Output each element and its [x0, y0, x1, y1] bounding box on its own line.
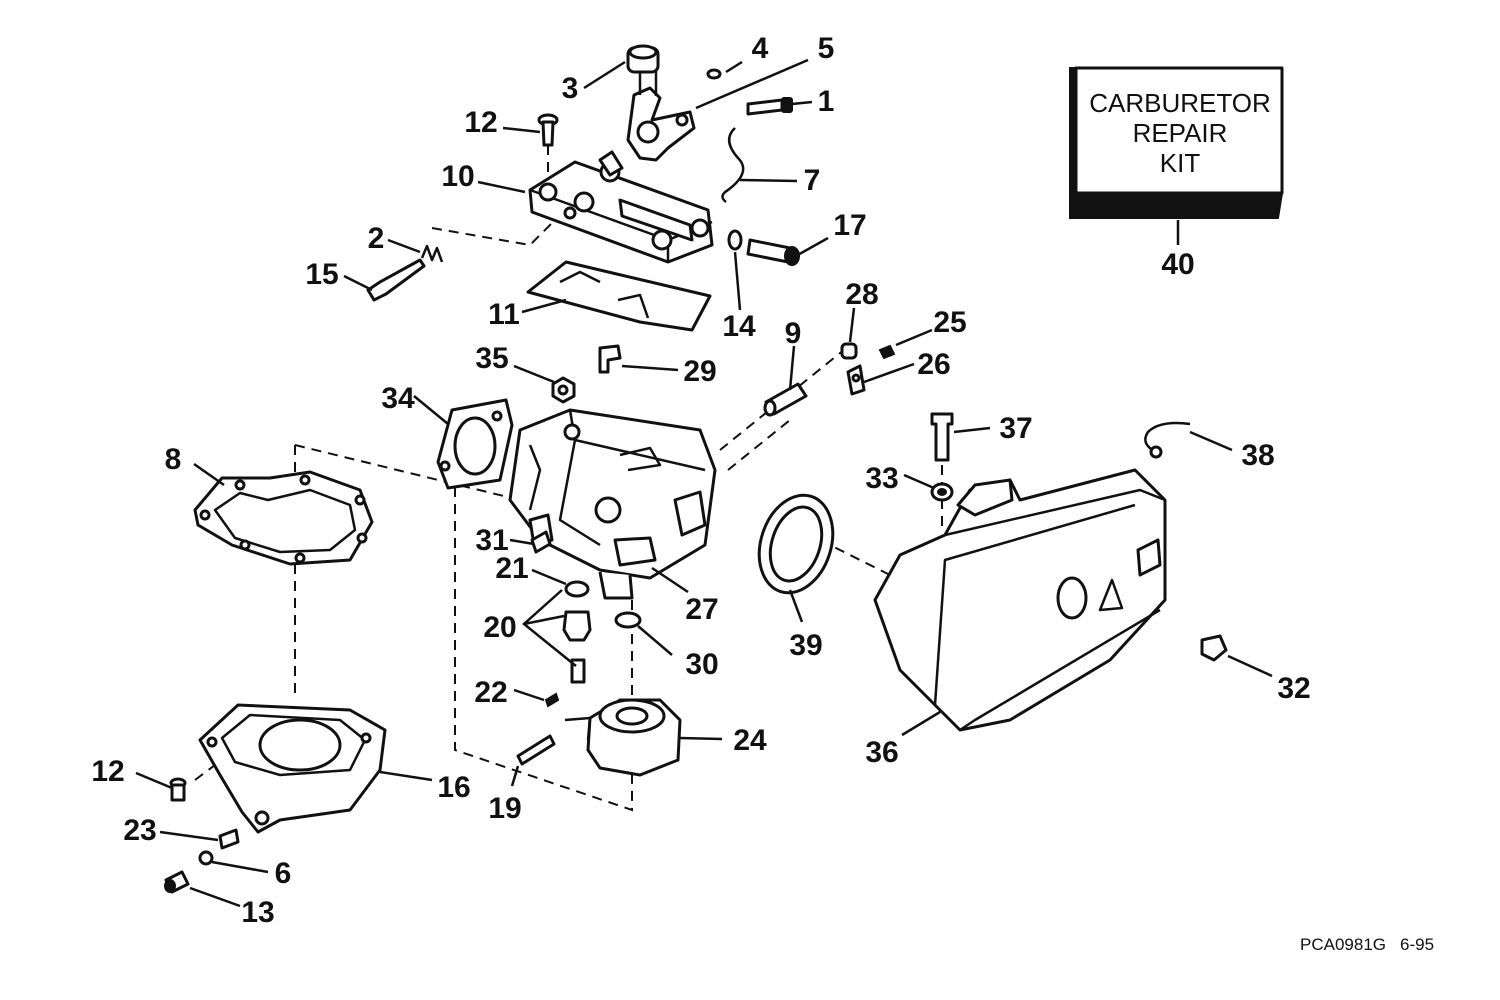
callout-number: 16: [437, 771, 470, 804]
drawing-date: 6-95: [1400, 935, 1434, 954]
callout-number: 22: [474, 676, 507, 709]
callout-number: 7: [804, 164, 821, 197]
part-air-silencer-36: [873, 468, 1167, 732]
part-fitting-9: [763, 382, 808, 417]
callout-number: 12: [91, 755, 124, 788]
part-screw-12-top: [537, 113, 559, 147]
part-gasket-8: [193, 470, 374, 566]
callout-number: 1: [818, 85, 835, 118]
part-washer-33: [930, 482, 954, 502]
callout-number: 37: [999, 412, 1032, 445]
callout-number: 3: [562, 72, 579, 105]
callout-number: 8: [165, 443, 182, 476]
part-screw-17: [746, 238, 800, 266]
part-screw-23: [218, 828, 240, 850]
callout-number: 34: [381, 382, 415, 415]
callout-number: 13: [241, 896, 274, 929]
callout-numbers: 1 2 3 4 5 6 7 8 9 10 11 12 12 13 14 15 1…: [91, 32, 1310, 929]
kit-label-line-3: KIT: [1160, 148, 1201, 178]
part-float-24: [564, 698, 682, 777]
drawing-footer: PCA0981G 6-95: [1300, 935, 1434, 954]
drawing-code: PCA0981G: [1300, 935, 1386, 954]
repair-kit-box: CARBURETOR REPAIR KIT 40: [1069, 66, 1284, 281]
part-carburetor-body: [508, 408, 717, 600]
callout-number: 26: [917, 348, 950, 381]
part-screw-25: [878, 344, 896, 360]
part-screw-1: [746, 97, 793, 116]
callout-number: 17: [833, 209, 866, 242]
callout-number: 5: [818, 32, 835, 65]
part-bushing-28: [840, 342, 858, 360]
callout-number: 33: [865, 462, 898, 495]
callout-number: 35: [475, 342, 508, 375]
callout-number: 24: [733, 724, 767, 757]
part-cap: [626, 44, 660, 74]
callout-number: 6: [275, 857, 292, 890]
part-fitting-31: [530, 530, 552, 554]
part-throttle-lever: [626, 64, 696, 162]
part-needle-screw-15: [366, 258, 426, 302]
callout-number: 38: [1241, 439, 1274, 472]
callout-number: 31: [475, 524, 508, 557]
callout-number: 20: [483, 611, 516, 644]
kit-label-line-2: REPAIR: [1133, 118, 1228, 148]
part-pin-22: [544, 692, 560, 708]
part-screw-37: [930, 412, 954, 462]
callout-number: 30: [685, 648, 718, 681]
part-needle-seat-20: [562, 610, 592, 684]
part-spring-clip-7: [721, 127, 745, 203]
part-float-bowl-16: [198, 703, 387, 834]
part-float-pin-19: [516, 734, 556, 766]
callout-number: 10: [441, 160, 474, 193]
part-plug-32: [1200, 634, 1228, 662]
callout-number: 19: [488, 792, 521, 825]
callout-number: 9: [785, 317, 802, 350]
part-nut-35: [551, 376, 576, 404]
callout-number: 40: [1161, 248, 1194, 281]
part-screw-12-bottom: [169, 777, 187, 802]
callout-number: 2: [368, 222, 385, 255]
part-clip-26: [846, 364, 866, 396]
callout-number: 23: [123, 814, 156, 847]
part-screw-13: [164, 870, 190, 894]
callout-number: 12: [464, 106, 497, 139]
part-spring-2: [420, 244, 444, 263]
part-strap-38: [1144, 421, 1191, 459]
leader-lines: [135, 58, 1273, 908]
callout-number: 39: [789, 629, 822, 662]
part-oring-4: [706, 68, 722, 80]
callout-number: 27: [685, 593, 718, 626]
callout-number: 15: [305, 258, 338, 291]
callout-number: 25: [933, 306, 966, 339]
callout-number: 32: [1277, 672, 1310, 705]
callout-number: 36: [865, 736, 898, 769]
part-throttle-cover: [528, 150, 714, 264]
part-washer-6: [198, 850, 214, 866]
callout-number: 21: [495, 552, 528, 585]
callout-number: 14: [722, 310, 756, 343]
part-gasket-34: [436, 398, 514, 490]
part-gasket-21: [564, 580, 590, 598]
part-washer-14: [727, 229, 743, 251]
callout-number: 4: [752, 32, 769, 65]
part-elbow-29: [598, 344, 622, 374]
callout-number: 29: [683, 355, 716, 388]
callout-number: 28: [845, 278, 878, 311]
part-gasket-39: [757, 493, 835, 595]
callout-number: 11: [488, 298, 520, 331]
kit-label-line-1: CARBURETOR: [1089, 88, 1271, 118]
part-gasket-11: [526, 260, 712, 332]
part-oring-30: [614, 611, 642, 629]
